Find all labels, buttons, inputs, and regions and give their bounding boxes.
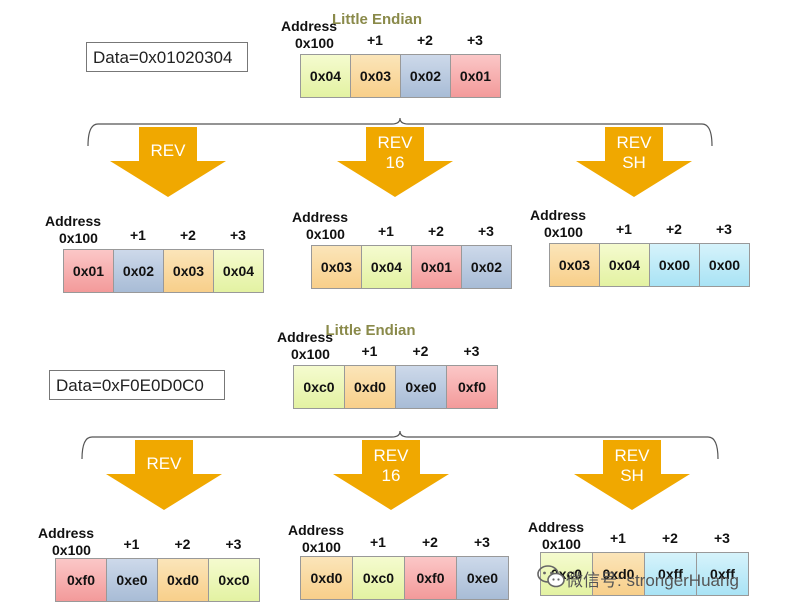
section-1-op-1-result-byte-cell: 0x03 bbox=[163, 249, 214, 293]
section-1-op-2-result-offset-3: +3 bbox=[478, 223, 494, 239]
section-1-op-2-op-name: REV bbox=[377, 133, 413, 152]
section-1-op-3-result-base-label: 0x100 bbox=[544, 224, 583, 240]
section-2-op-3-op-name: REV bbox=[614, 446, 650, 465]
section-1-op-2-result-offset-2: +2 bbox=[428, 223, 444, 239]
section-1-source-offset-2: +2 bbox=[417, 32, 433, 48]
section-1-source-base-label: 0x100 bbox=[295, 35, 334, 51]
section-1-op-3-arrow bbox=[576, 127, 692, 197]
section-1-op-2-result-byte-cell: 0x04 bbox=[361, 245, 412, 289]
section-2-op-3-result-offset-1: +1 bbox=[610, 530, 626, 546]
section-2-op-3-result-base-label: 0x100 bbox=[542, 536, 581, 552]
section-2-op-1-result-byte-cell: 0xd0 bbox=[157, 558, 209, 602]
section-2-op-3-result-offset-2: +2 bbox=[662, 530, 678, 546]
section-2-op-3-arrow bbox=[574, 440, 690, 510]
section-1-op-2-arrow bbox=[337, 127, 453, 197]
section-2-op-2-arrow bbox=[333, 440, 449, 510]
section-2-source-base-label: 0x100 bbox=[291, 346, 330, 362]
section-2-source-offset-3: +3 bbox=[463, 343, 480, 359]
section-1-op-2-result-offset-1: +1 bbox=[378, 223, 394, 239]
section-2-op-2-result-base-label: 0x100 bbox=[302, 539, 341, 555]
section-1-source-byte-cell: 0x01 bbox=[450, 54, 501, 98]
section-1-op-2-result-byte-cell: 0x03 bbox=[311, 245, 362, 289]
section-1-op-2-op-suffix: 16 bbox=[385, 153, 405, 172]
section-2-op-1-result-address-label: Address bbox=[38, 525, 95, 541]
section-1-op-3-result-byte-cell: 0x04 bbox=[599, 243, 650, 287]
wechat-icon bbox=[537, 565, 565, 588]
section-1-source-offset-3: +3 bbox=[467, 32, 483, 48]
section-2-op-1-result-offset-2: +2 bbox=[174, 536, 191, 552]
section-1-op-2-result-byte-cell: 0x01 bbox=[411, 245, 462, 289]
section-1-source-byte-cell: 0x04 bbox=[300, 54, 351, 98]
section-2-op-3-result-byte-cell: 0xc0 bbox=[540, 552, 593, 596]
section-2-source-byte-cell: 0xe0 bbox=[395, 365, 447, 409]
section-2-source-byte-cell: 0xf0 bbox=[446, 365, 498, 409]
section-2-op-2-op-name: REV bbox=[373, 446, 409, 465]
section-1-op-3-result-address-label: Address bbox=[530, 207, 587, 223]
section-2-source-byte-cell: 0xc0 bbox=[293, 365, 345, 409]
section-1-op-1-result-byte-cell: 0x02 bbox=[113, 249, 164, 293]
section-1-source-byte-cell: 0x03 bbox=[350, 54, 401, 98]
watermark-text: 微信号: strongerHuang bbox=[566, 571, 739, 590]
section-2-op-3-result-byte-cell: 0xff bbox=[644, 552, 697, 596]
section-2-op-1-result-byte-cell: 0xe0 bbox=[106, 558, 158, 602]
section-1-data-value: Data=0x01020304 bbox=[86, 42, 248, 72]
section-2-op-3-result-byte-cell: 0xff bbox=[696, 552, 749, 596]
section-1-op-1-result-offset-2: +2 bbox=[180, 227, 196, 243]
section-1-op-2-result-address-label: Address bbox=[292, 209, 349, 225]
section-1-op-3-result-byte-cell: 0x00 bbox=[699, 243, 750, 287]
section-2-op-1-result-base-label: 0x100 bbox=[52, 542, 91, 558]
section-2-source-little-endian-label: Little Endian bbox=[325, 322, 416, 339]
section-2-op-1-arrow bbox=[106, 440, 222, 510]
section-2-op-2-result-offset-2: +2 bbox=[422, 534, 438, 550]
section-1-op-1-op-name: REV bbox=[150, 141, 186, 160]
section-1-op-1-result-offset-3: +3 bbox=[230, 227, 246, 243]
section-1-op-3-result-offset-2: +2 bbox=[666, 221, 682, 237]
section-1-op-1-result-byte-cell: 0x04 bbox=[213, 249, 264, 293]
section-2-op-2-result-offset-1: +1 bbox=[370, 534, 386, 550]
section-2-source-offset-2: +2 bbox=[412, 343, 429, 359]
section-2-op-2-result-byte-cell: 0xf0 bbox=[404, 556, 457, 600]
section-2-op-2-op-suffix: 16 bbox=[381, 466, 401, 485]
section-1-op-3-op-suffix: SH bbox=[622, 153, 646, 172]
section-1-source-little-endian-label: Little Endian bbox=[332, 11, 422, 28]
section-2-op-2-result-byte-cell: 0xd0 bbox=[300, 556, 353, 600]
section-2-source-offset-1: +1 bbox=[361, 343, 378, 359]
section-2-data-value: Data=0xF0E0D0C0 bbox=[49, 370, 225, 400]
section-2-op-2-result-byte-cell: 0xe0 bbox=[456, 556, 509, 600]
section-1-op-3-op-name: REV bbox=[616, 133, 652, 152]
section-2-op-1-result-byte-cell: 0xf0 bbox=[55, 558, 107, 602]
section-2-op-3-result-byte-cell: 0xd0 bbox=[592, 552, 645, 596]
section-1-op-1-result-offset-1: +1 bbox=[130, 227, 146, 243]
section-2-op-1-result-offset-1: +1 bbox=[123, 536, 140, 552]
section-1-source-byte-cell: 0x02 bbox=[400, 54, 451, 98]
section-1-source-offset-1: +1 bbox=[367, 32, 383, 48]
section-1-op-1-arrow bbox=[110, 127, 226, 197]
section-1-op-1-result-base-label: 0x100 bbox=[59, 230, 98, 246]
section-2-op-2-result-offset-3: +3 bbox=[474, 534, 490, 550]
section-1-op-3-result-offset-3: +3 bbox=[716, 221, 732, 237]
section-2-source-byte-cell: 0xd0 bbox=[344, 365, 396, 409]
section-1-op-1-result-address-label: Address bbox=[45, 213, 102, 229]
section-2-op-3-result-offset-3: +3 bbox=[714, 530, 730, 546]
section-2-source-address-label: Address bbox=[277, 329, 334, 345]
section-1-op-3-result-byte-cell: 0x03 bbox=[549, 243, 600, 287]
section-1-source-address-label: Address bbox=[281, 18, 338, 34]
section-1-op-2-result-base-label: 0x100 bbox=[306, 226, 345, 242]
section-1-op-1-result-byte-cell: 0x01 bbox=[63, 249, 114, 293]
section-2-op-3-result-address-label: Address bbox=[528, 519, 585, 535]
section-2-op-2-result-address-label: Address bbox=[288, 522, 345, 538]
section-2-op-3-op-suffix: SH bbox=[620, 466, 644, 485]
section-2-op-2-result-byte-cell: 0xc0 bbox=[352, 556, 405, 600]
section-2-op-1-result-byte-cell: 0xc0 bbox=[208, 558, 260, 602]
section-1-op-2-result-byte-cell: 0x02 bbox=[461, 245, 512, 289]
section-1-op-3-result-offset-1: +1 bbox=[616, 221, 632, 237]
section-2-op-1-op-name: REV bbox=[146, 454, 182, 473]
section-2-op-1-result-offset-3: +3 bbox=[225, 536, 242, 552]
